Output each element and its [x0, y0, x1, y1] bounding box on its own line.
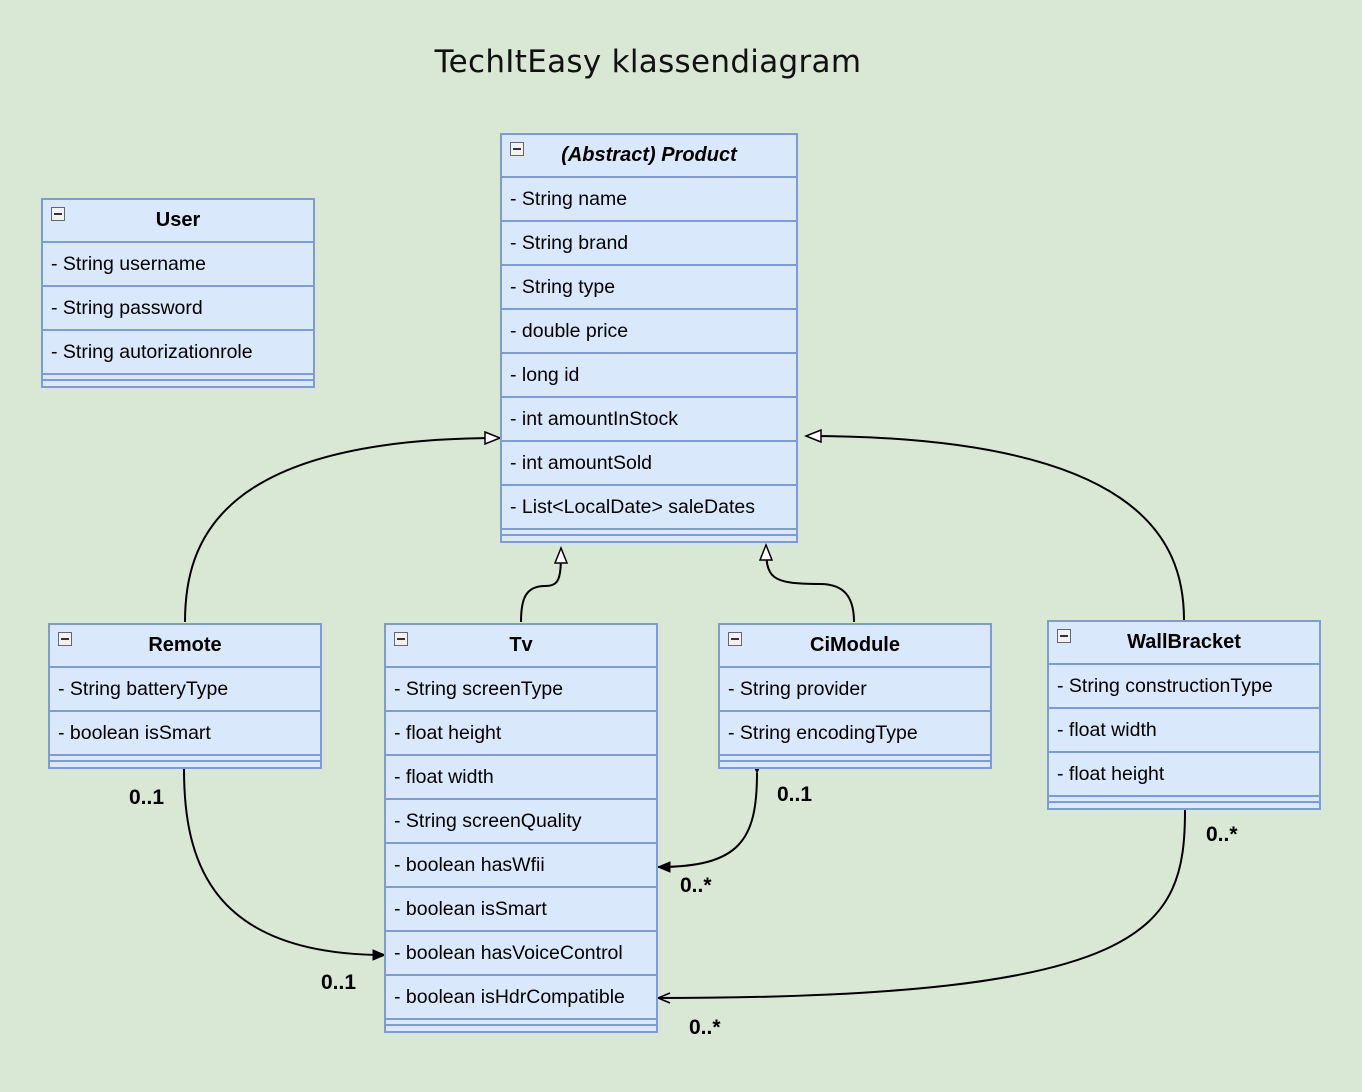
multiplicity-tv-remote: 0..1 [321, 971, 357, 994]
attribute-row: - String autorizationrole [43, 331, 313, 375]
attribute-row: - long id [502, 354, 796, 398]
attribute-row: - String brand [502, 222, 796, 266]
minus-box-icon[interactable] [394, 632, 408, 646]
attribute-row: - boolean hasVoiceControl [386, 932, 656, 976]
methods-compartment [720, 756, 990, 767]
methods-compartment [1049, 797, 1319, 808]
methods-compartment [43, 375, 313, 386]
class-name: Tv [509, 634, 533, 656]
class-header: User [43, 200, 313, 243]
association-cimodule-tv [658, 773, 757, 867]
association-remote-tv [184, 769, 385, 955]
attribute-row: - int amountSold [502, 442, 796, 486]
attribute-row: - String username [43, 243, 313, 287]
attribute-row: - boolean isHdrCompatible [386, 976, 656, 1020]
attribute-row: - String batteryType [50, 668, 320, 712]
class-header: CiModule [720, 625, 990, 668]
methods-compartment [502, 530, 796, 541]
multiplicity-tv-cimodule: 0..* [680, 874, 712, 897]
attribute-row: - boolean hasWfii [386, 844, 656, 888]
multiplicity-cimodule: 0..1 [777, 783, 813, 806]
multiplicity-remote: 0..1 [129, 786, 165, 809]
attribute-row: - String screenQuality [386, 800, 656, 844]
class-name: User [155, 209, 201, 231]
class-user[interactable]: User - String username - String password… [41, 198, 315, 388]
attribute-row: - boolean isSmart [50, 712, 320, 756]
class-header: Remote [50, 625, 320, 668]
attribute-row: - float width [1049, 709, 1319, 753]
class-header: WallBracket [1049, 622, 1319, 665]
multiplicity-tv-wallbracket: 0..* [689, 1016, 721, 1039]
diagram-title: TechItEasy klassendiagram [434, 44, 862, 80]
inheritance-wallbracket-product [806, 436, 1185, 621]
attribute-row: - String name [502, 178, 796, 222]
minus-box-icon[interactable] [510, 142, 524, 156]
class-wallbracket[interactable]: WallBracket - String constructionType - … [1047, 620, 1321, 810]
class-product[interactable]: (Abstract) Product - String name - Strin… [500, 133, 798, 543]
minus-box-icon[interactable] [58, 632, 72, 646]
attribute-row: - float width [386, 756, 656, 800]
class-tv[interactable]: Tv - String screenType - float height - … [384, 623, 658, 1033]
class-name: Remote [148, 634, 222, 656]
attribute-row: - String constructionType [1049, 665, 1319, 709]
attribute-row: - int amountInStock [502, 398, 796, 442]
attribute-row: - float height [386, 712, 656, 756]
attribute-row: - double price [502, 310, 796, 354]
attribute-row: - String password [43, 287, 313, 331]
methods-compartment [386, 1020, 656, 1031]
inheritance-tv-product [520, 548, 561, 623]
class-remote[interactable]: Remote - String batteryType - boolean is… [48, 623, 322, 769]
attribute-row: - boolean isSmart [386, 888, 656, 932]
minus-box-icon[interactable] [1057, 629, 1071, 643]
attribute-row: - String screenType [386, 668, 656, 712]
class-cimodule[interactable]: CiModule - String provider - String enco… [718, 623, 992, 769]
inheritance-cimodule-product [766, 545, 855, 623]
minus-box-icon[interactable] [51, 207, 65, 221]
multiplicity-wallbracket: 0..* [1206, 823, 1238, 846]
attribute-row: - List<LocalDate> saleDates [502, 486, 796, 530]
class-name: (Abstract) Product [561, 144, 737, 166]
inheritance-remote-product [184, 438, 500, 623]
class-name: CiModule [810, 634, 900, 656]
attribute-row: - float height [1049, 753, 1319, 797]
class-header: Tv [386, 625, 656, 668]
class-header: (Abstract) Product [502, 135, 796, 178]
minus-box-icon[interactable] [728, 632, 742, 646]
methods-compartment [50, 756, 320, 767]
attribute-row: - String type [502, 266, 796, 310]
class-name: WallBracket [1127, 631, 1241, 653]
association-wallbracket-tv [658, 810, 1185, 998]
attribute-row: - String provider [720, 668, 990, 712]
attribute-row: - String encodingType [720, 712, 990, 756]
